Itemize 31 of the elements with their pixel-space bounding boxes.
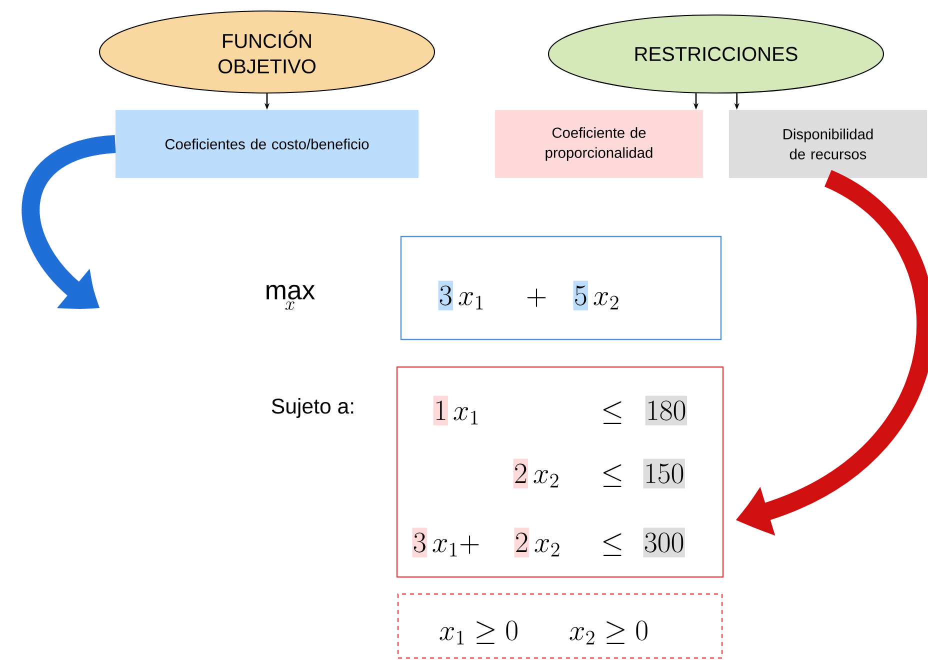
constraints-box: [396, 366, 724, 578]
formula-term: $x_2$: [534, 539, 560, 556]
formula-term: $\leq$: [603, 401, 622, 424]
formula-term: $x_1 +$: [432, 535, 479, 556]
text-box: Coeficientes de costo/beneficio: [116, 110, 418, 178]
highlighted-term: $2$: [514, 528, 530, 558]
text-box: Disponibilidad de recursos: [729, 110, 927, 178]
curved-arrow: [22, 135, 116, 309]
curved-arrow: [738, 170, 928, 533]
subject-to-label: Sujeto a:: [272, 398, 354, 418]
text-box: Coeficiente de proporcionalidad: [495, 110, 703, 178]
objective-box: [400, 236, 722, 340]
highlighted-term: $3$: [438, 280, 454, 310]
formula-term: $x_1$: [454, 407, 478, 424]
highlighted-term: $2$: [513, 458, 528, 488]
highlighted-term: $300$: [643, 528, 685, 558]
formula-term: $\leq$: [603, 464, 622, 487]
nonnegativity-box: [397, 593, 723, 659]
highlighted-term: $1$: [433, 396, 448, 426]
formula-term: $x_2$: [594, 292, 618, 310]
formula-term: $+$: [527, 288, 546, 307]
highlighted-term: $5$: [573, 280, 588, 310]
formula-term: $x_2 \geq 0$: [570, 620, 648, 644]
formula-term: $x_1 \geq 0$: [440, 620, 518, 644]
formula-term: $\leq$: [603, 533, 622, 556]
formula-term: $x_2$: [534, 470, 558, 488]
highlighted-term: $180$: [645, 396, 687, 426]
highlighted-term: $3$: [412, 528, 428, 558]
max-operator: $\max_{x}$: [266, 284, 315, 310]
formula-term: $x_1$: [458, 292, 483, 310]
highlighted-term: $150$: [643, 458, 685, 488]
